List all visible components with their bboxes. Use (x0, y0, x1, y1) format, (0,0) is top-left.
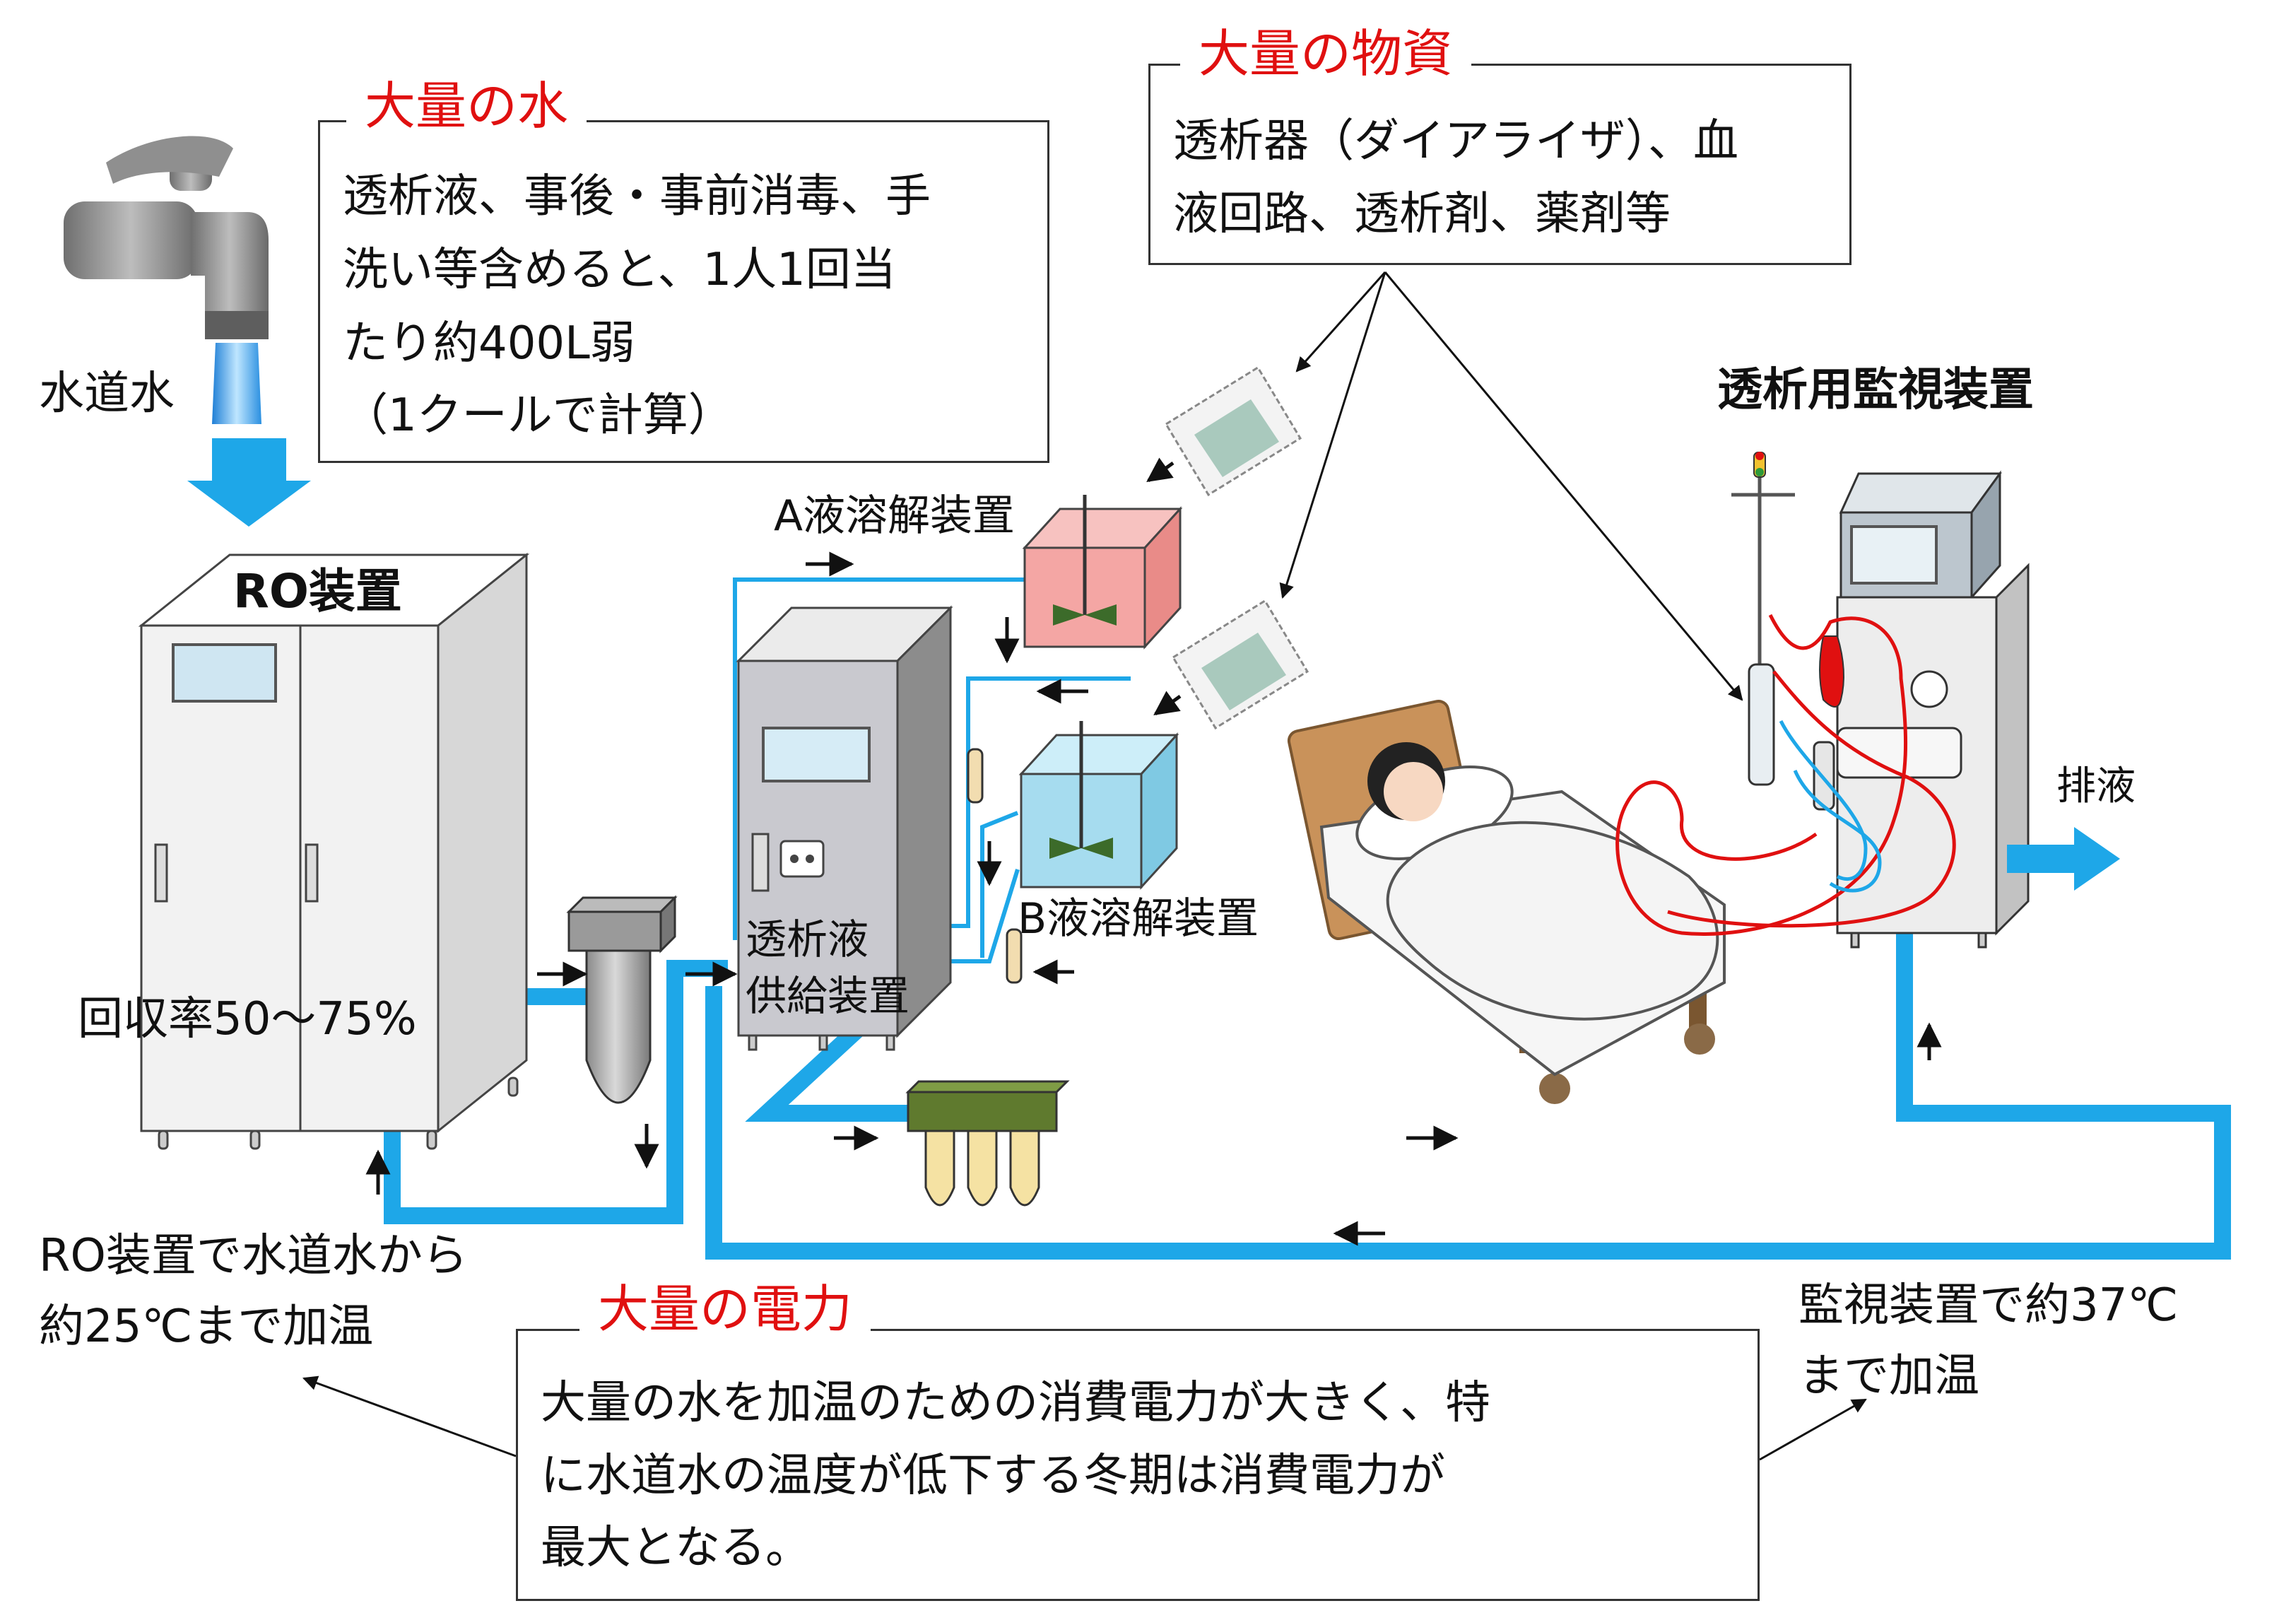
tap-water-label: 水道水 (39, 368, 175, 420)
a-small-filter-icon (967, 748, 984, 804)
water-callout-line-3: たり約400L弱 (343, 317, 635, 370)
power-callout-box (516, 1329, 1760, 1601)
faucet-icon (64, 136, 269, 339)
water-callout-box (318, 120, 1049, 463)
supply-unit (736, 605, 953, 1051)
water-callout-line-4: （1クールで計算） (343, 389, 734, 442)
recovery-rate-label: 回収率50～75% (78, 993, 417, 1045)
power-callout-line-3: 最大となる。 (541, 1522, 811, 1574)
drain-label: 排液 (2056, 763, 2136, 809)
ro-unit (138, 552, 530, 1150)
leader-lines (302, 271, 1867, 1461)
monitor-heating-label-line-2: まで加温 (1798, 1350, 1979, 1402)
supplies-callout-line-2: 液回路、透析剤、薬剤等 (1173, 188, 1671, 240)
drain-arrow-icon (2007, 827, 2120, 891)
water-callout-heading: 大量の水 (346, 81, 587, 131)
patient-bed-icon (1287, 699, 1726, 1104)
water-callout-line-1: 透析液、事後・事前消毒、手 (343, 170, 931, 223)
a-dissolver-label: A液溶解装置 (774, 491, 1015, 541)
ro-heating-label-line-2: 約25℃まで加温 (39, 1301, 374, 1353)
powder-packet-icon (1171, 599, 1309, 730)
supply-unit-label-line-1: 透析液 (746, 915, 869, 963)
water-stream-icon (212, 343, 261, 424)
main-loop-filter-icon (905, 1080, 1070, 1207)
down-arrow-icon (187, 438, 311, 527)
powder-packet-icon (1164, 365, 1302, 497)
power-callout-line-2: に水道水の温度が低下する冬期は消費電力が (541, 1450, 1445, 1502)
supplies-callout-heading: 大量の物資 (1180, 28, 1472, 79)
b-dissolver-tank (1018, 721, 1179, 890)
b-small-filter-icon (1006, 928, 1023, 984)
ro-heating-label-line-1: RO装置で水道水から (39, 1230, 468, 1282)
blood-lines (1615, 614, 1956, 936)
power-callout-heading: 大量の電力 (579, 1284, 871, 1335)
monitor-heating-label-line-1: 監視装置で約37℃ (1798, 1279, 2179, 1332)
ro-filter-icon (566, 895, 678, 1104)
ro-unit-title: RO装置 (233, 564, 402, 618)
supply-unit-label-line-2: 供給装置 (746, 972, 910, 1020)
power-callout-line-1: 大量の水を加温のための消費電力が大きく、特 (541, 1377, 1490, 1429)
monitor-machine (1731, 452, 2030, 949)
water-callout-line-2: 洗い等含めると、1人1回当 (343, 244, 896, 296)
main-loop-pipe (705, 933, 2231, 1260)
a-dissolver-tank (1022, 495, 1183, 650)
supply-outlet-pipe (745, 1022, 908, 1122)
flow-arrows (365, 457, 1942, 1246)
supplies-callout-line-1: 透析器（ダイアライザ）、血 (1173, 115, 1738, 168)
ro-return-pipe (384, 960, 728, 1224)
water-pipes (384, 933, 2231, 1260)
supplies-callout-box (1148, 64, 1851, 265)
b-dissolver-label: B液溶解装置 (1018, 894, 1259, 944)
monitor-title: 透析用監視装置 (1717, 364, 2034, 416)
